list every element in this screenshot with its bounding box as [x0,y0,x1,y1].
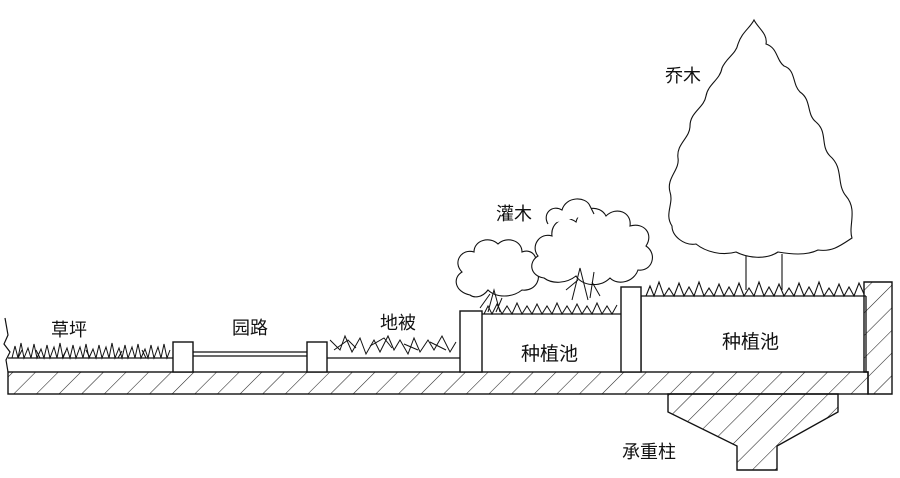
label-path: 园路 [232,318,268,339]
planter-wall-1 [459,310,483,373]
path-surface [193,351,307,357]
shrub-canopy [455,198,653,298]
tree-trunk-and-grass [645,254,865,298]
label-tree: 乔木 [665,66,701,87]
break-line [3,317,11,373]
curb-right [306,341,328,373]
load-bearing-column [667,393,839,471]
tree-canopy [668,18,853,258]
structural-slab [7,371,869,395]
label-lawn: 草坪 [51,320,87,341]
groundcover-plants [329,334,457,356]
end-wall [863,281,893,395]
curb-left [172,341,194,373]
shrub-stems-and-grass [479,267,618,316]
label-groundcover: 地被 [380,313,416,334]
label-planter-2: 种植池 [722,331,780,353]
label-shrub: 灌木 [496,204,532,225]
label-planter-1: 种植池 [521,343,579,365]
curbs [172,286,642,373]
label-column: 承重柱 [622,442,676,463]
planter-wall-2 [620,286,642,373]
lawn-grass [11,342,171,360]
